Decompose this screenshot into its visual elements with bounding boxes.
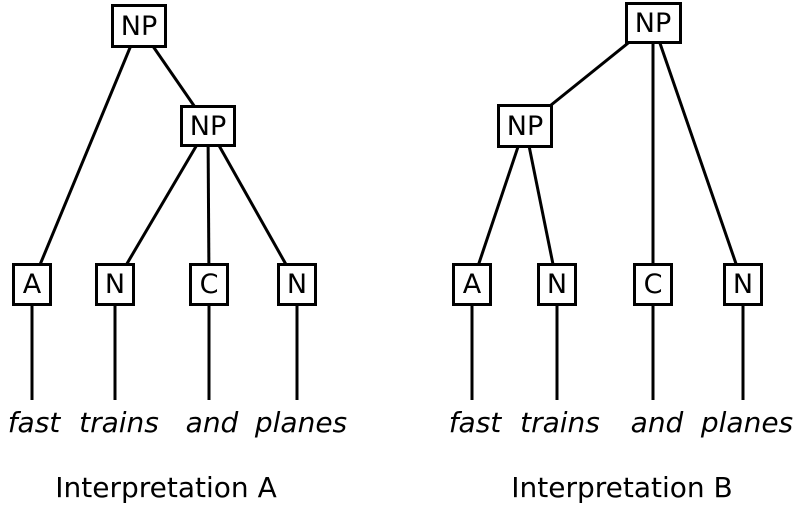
tree-a-edge-np-inner-n1 bbox=[113, 125, 210, 285]
word-a-and: and bbox=[185, 406, 239, 439]
node-b-np-inner: NP bbox=[497, 104, 553, 148]
node-a-c: C bbox=[189, 262, 229, 306]
word-b-trains: trains bbox=[520, 406, 600, 439]
node-a-a: A bbox=[12, 262, 52, 306]
tree-b-edge-np-root-n2 bbox=[651, 22, 745, 285]
tree-a-edge-np-root-a bbox=[30, 25, 141, 285]
word-b-fast: fast bbox=[448, 406, 502, 439]
node-b-n1: N bbox=[537, 262, 577, 306]
node-a-n2: N bbox=[277, 262, 317, 306]
node-b-np-root: NP bbox=[624, 2, 682, 44]
node-a-n1: N bbox=[95, 262, 135, 306]
caption-interpretation-b: Interpretation B bbox=[511, 471, 733, 504]
word-a-planes: planes bbox=[254, 406, 348, 439]
node-b-a: A bbox=[452, 262, 492, 306]
tree-b-edge-np-inner-a bbox=[470, 125, 527, 285]
node-b-c: C bbox=[633, 262, 673, 306]
node-b-n2: N bbox=[723, 262, 763, 306]
node-a-np-inner: NP bbox=[180, 105, 236, 147]
tree-b-edge-np-inner-n1 bbox=[523, 125, 559, 285]
tree-a-edge-np-inner-n2 bbox=[206, 125, 299, 285]
node-a-np-root: NP bbox=[111, 4, 167, 48]
word-b-and: and bbox=[630, 406, 684, 439]
caption-interpretation-a: Interpretation A bbox=[55, 471, 277, 504]
word-a-fast: fast bbox=[7, 406, 61, 439]
word-b-planes: planes bbox=[700, 406, 794, 439]
tree-a-edge-np-inner-c bbox=[206, 125, 211, 285]
word-a-trains: trains bbox=[79, 406, 159, 439]
